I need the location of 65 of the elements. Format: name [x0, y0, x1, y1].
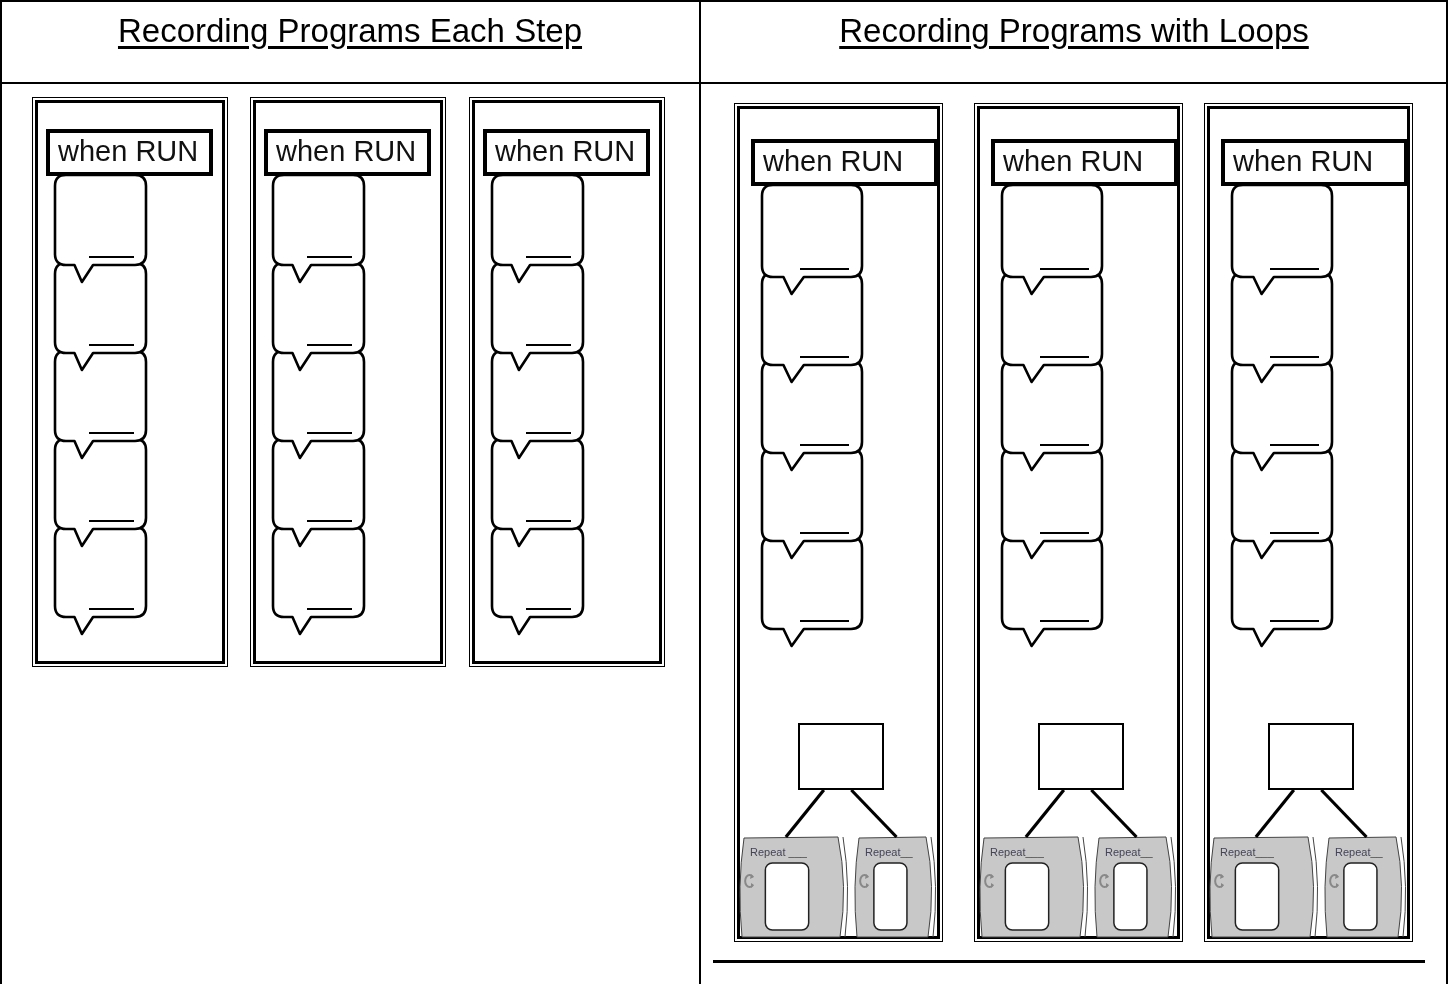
speech-bubble — [491, 526, 584, 635]
speech-bubble — [761, 272, 863, 383]
block-label: when RUN — [763, 145, 904, 178]
connector-line — [1320, 788, 1368, 839]
connector-line — [1090, 788, 1138, 839]
speech-bubble — [1001, 360, 1103, 471]
speech-bubble — [1001, 536, 1103, 647]
speech-bubble — [272, 174, 365, 283]
trigger-block — [46, 129, 213, 176]
speech-bubble — [491, 262, 584, 371]
trigger-block — [751, 139, 938, 186]
speech-bubble — [272, 350, 365, 459]
connector-line — [784, 789, 826, 838]
program-strip — [734, 103, 943, 942]
speech-bubble — [1231, 448, 1333, 559]
speech-bubble — [1001, 448, 1103, 559]
block-label: Repeat__ — [1105, 846, 1153, 858]
empty-box — [1038, 723, 1124, 790]
trigger-block — [483, 129, 650, 176]
speech-bubble — [761, 448, 863, 559]
column-heading: Recording Programs Each Step — [116, 12, 584, 50]
block-label: when RUN — [1003, 145, 1144, 178]
program-strip — [974, 103, 1183, 942]
block-label: Repeat___ — [1220, 846, 1274, 858]
block-label: when RUN — [58, 135, 199, 168]
connector-line — [1254, 789, 1296, 838]
block-label: when RUN — [1233, 145, 1374, 178]
speech-bubble — [1231, 272, 1333, 383]
speech-bubble — [1231, 536, 1333, 647]
speech-bubble — [761, 184, 863, 295]
program-strip — [250, 97, 446, 667]
speech-bubble — [272, 438, 365, 547]
column-heading: Recording Programs with Loops — [838, 12, 1310, 50]
empty-box — [798, 723, 884, 790]
block-label: Repeat__ — [1335, 846, 1383, 858]
speech-bubble — [272, 526, 365, 635]
speech-bubble — [761, 360, 863, 471]
block-label: when RUN — [495, 135, 636, 168]
trigger-block — [991, 139, 1178, 186]
speech-bubble — [1001, 272, 1103, 383]
program-strip — [32, 97, 228, 667]
speech-bubble — [1231, 360, 1333, 471]
program-strip — [469, 97, 665, 667]
trigger-block — [1221, 139, 1408, 186]
block-label: when RUN — [276, 135, 417, 168]
empty-box — [1268, 723, 1354, 790]
speech-bubble — [54, 350, 147, 459]
block-label: Repeat___ — [990, 846, 1044, 858]
speech-bubble — [491, 174, 584, 283]
speech-bubble — [1231, 184, 1333, 295]
speech-bubble — [54, 262, 147, 371]
speech-bubble — [491, 438, 584, 547]
speech-bubble — [54, 526, 147, 635]
speech-bubble — [272, 262, 365, 371]
program-strip — [1204, 103, 1413, 942]
speech-bubble — [761, 536, 863, 647]
connector-line — [1024, 789, 1066, 838]
trigger-block — [264, 129, 431, 176]
block-label: Repeat ___ — [750, 846, 807, 858]
speech-bubble — [1001, 184, 1103, 295]
speech-bubble — [491, 350, 584, 459]
speech-bubble — [54, 174, 147, 283]
block-label: Repeat__ — [865, 846, 913, 858]
connector-line — [850, 788, 898, 839]
speech-bubble — [54, 438, 147, 547]
